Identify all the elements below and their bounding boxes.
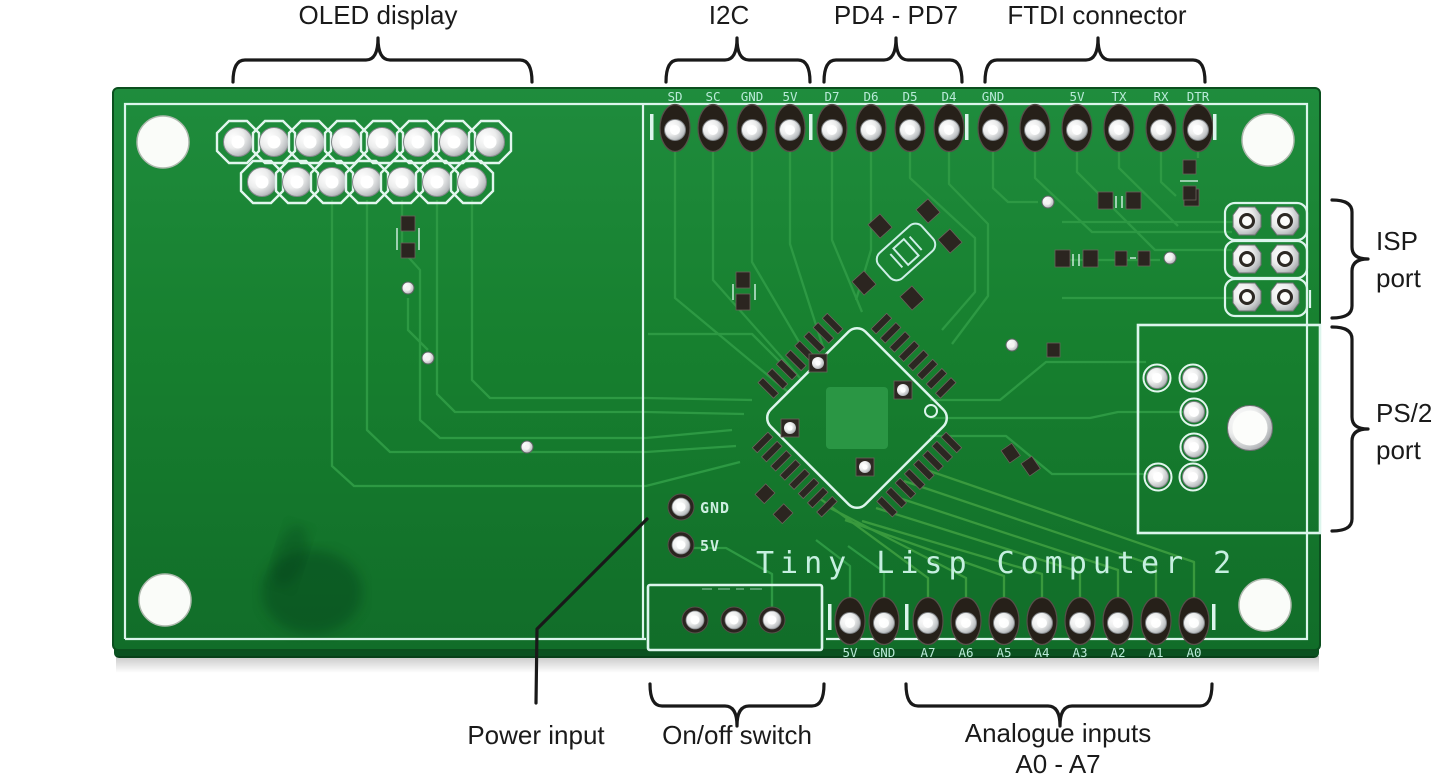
crystal-footprint	[851, 198, 963, 311]
bottom-header-pads	[828, 596, 1216, 646]
mcu-pads	[751, 312, 963, 518]
brace-isp	[1330, 198, 1370, 320]
brace-ps2	[1330, 325, 1370, 533]
pin-label: TX	[1111, 89, 1127, 104]
power-5v-label: 5V	[700, 537, 720, 555]
bottom-pin-labels: 5V GND A7 A6 A5 A4 A3 A2 A1 A0	[842, 645, 1201, 660]
copper-traces	[330, 150, 1236, 607]
mounting-holes	[136, 113, 1295, 632]
top-header-pads	[650, 103, 1217, 153]
brace-ftdi	[983, 36, 1207, 84]
brace-pd	[822, 36, 964, 84]
pin-label: A0	[1186, 645, 1201, 660]
label-ps2: PS/2	[1376, 398, 1433, 428]
onoff-switch-pads	[681, 606, 786, 634]
pin-label: RX	[1153, 89, 1169, 104]
annotation-braces	[231, 36, 1370, 728]
label-analogue-range: A0 - A7	[1015, 749, 1101, 778]
label-isp: ISP	[1376, 226, 1418, 256]
copper-traces-fan	[814, 465, 1196, 598]
pin-label: A3	[1072, 645, 1087, 660]
mcu-pin1-dot	[924, 404, 938, 418]
pin-label: D6	[863, 89, 878, 104]
pin-label: GND	[982, 89, 1005, 104]
header-tick-marks	[650, 114, 1217, 140]
pin-label: SD	[667, 89, 682, 104]
pin-label: 5V	[782, 89, 798, 104]
pin-label: D5	[902, 89, 917, 104]
label-isp-port: port	[1376, 263, 1421, 293]
label-ftdi-connector: FTDI connector	[1007, 0, 1187, 30]
pin-label: SC	[705, 89, 720, 104]
label-analogue-inputs: Analogue inputs	[964, 718, 1152, 748]
pin-label: A2	[1110, 645, 1125, 660]
pin-label: 5V	[1069, 89, 1085, 104]
brace-i2c	[664, 36, 812, 84]
label-ps2-port: port	[1376, 435, 1421, 465]
label-pd4-pd7: PD4 - PD7	[833, 0, 959, 30]
pin-label: GND	[873, 645, 896, 660]
top-pin-labels: SD SC GND 5V D7 D6 D5 D4 GND 5V TX RX DT…	[667, 89, 1209, 104]
pin-label: A6	[958, 645, 973, 660]
brace-switch	[648, 682, 826, 728]
pin-label: A7	[920, 645, 935, 660]
isp-outline-row3	[1223, 277, 1309, 318]
pin-label: A1	[1148, 645, 1163, 660]
pin-label: 5V	[842, 645, 858, 660]
onoff-switch-outline	[646, 583, 824, 652]
ps2-port-outline	[1136, 323, 1322, 535]
label-oled-display: OLED display	[298, 0, 458, 30]
mcu-center-pad	[826, 387, 888, 449]
callout-line-power	[534, 517, 649, 705]
smd-silk-marks	[396, 180, 1198, 590]
mcu-footprint	[751, 312, 963, 518]
smd-components	[400, 159, 1200, 525]
label-i2c: I2C	[708, 0, 750, 30]
label-power-input: Power input	[467, 720, 605, 750]
board-title-silk: Tiny Lisp Computer 2	[756, 546, 1237, 581]
ps2-port-pads	[1142, 363, 1273, 492]
brace-oled	[231, 36, 534, 84]
power-gnd-label: GND	[700, 499, 730, 517]
pin-label: GND	[741, 89, 764, 104]
pin-label: A5	[996, 645, 1011, 660]
silkscreen-text: Tiny Lisp Computer 2 GND 5V SD SC GND 5V…	[667, 89, 1237, 660]
brace-analogue	[904, 682, 1214, 728]
pin-label: D7	[824, 89, 839, 104]
label-onoff-switch: On/off switch	[662, 720, 812, 750]
pin-label: DTR	[1187, 89, 1210, 104]
board-shadow	[116, 656, 1319, 673]
pin-label: A4	[1034, 645, 1049, 660]
pin-label: D4	[941, 89, 956, 104]
